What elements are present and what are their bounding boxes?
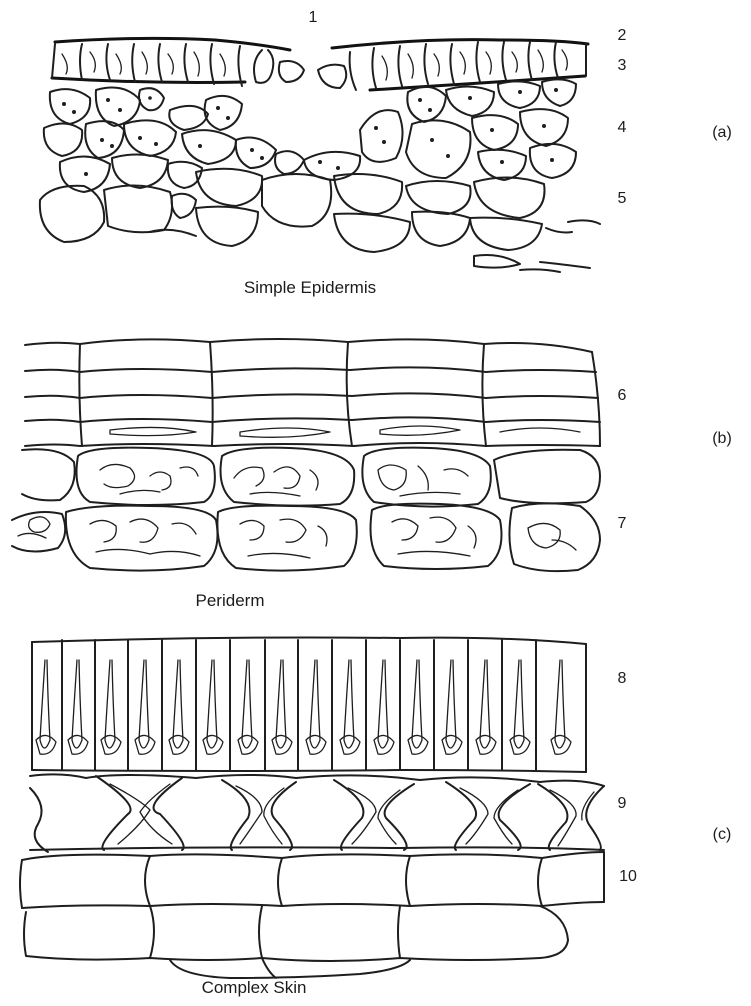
callout-8: 8	[618, 670, 627, 687]
callout-6: 6	[618, 387, 627, 404]
panel-label-c: (c)	[713, 826, 732, 843]
cuticle-left	[55, 38, 290, 50]
palisade-lumens	[36, 660, 571, 754]
palisade-layer	[32, 638, 586, 773]
callout-5: 5	[618, 190, 627, 207]
cork-layers	[25, 339, 600, 446]
phelloderm-contents	[18, 464, 576, 558]
parenchyma-dots	[62, 88, 558, 176]
callout-3: 3	[618, 57, 627, 74]
hypodermis-layer	[20, 852, 604, 978]
panel-label-b: (b)	[712, 430, 732, 447]
cuticle-right	[332, 40, 588, 48]
simple-epidermis-drawing	[40, 38, 600, 272]
periderm-drawing	[12, 339, 600, 571]
callout-9: 9	[618, 795, 627, 812]
hourglass-layer	[30, 774, 604, 852]
callout-labels: 1 2 3 4 5 6 7 8 9 10	[309, 9, 637, 885]
callout-1: 1	[309, 9, 318, 26]
inner-cells	[40, 169, 600, 272]
caption-complex-skin: Complex Skin	[202, 978, 307, 997]
caption-simple-epidermis: Simple Epidermis	[244, 278, 376, 297]
complex-skin-drawing	[20, 638, 604, 979]
callout-7: 7	[618, 515, 627, 532]
panel-labels: (a) (b) (c)	[712, 124, 732, 843]
callout-10: 10	[619, 868, 637, 885]
phelloderm-cells	[12, 448, 600, 571]
callout-4: 4	[618, 119, 627, 136]
caption-periderm: Periderm	[196, 591, 265, 610]
panel-label-a: (a)	[712, 124, 732, 141]
callout-2: 2	[618, 27, 627, 44]
